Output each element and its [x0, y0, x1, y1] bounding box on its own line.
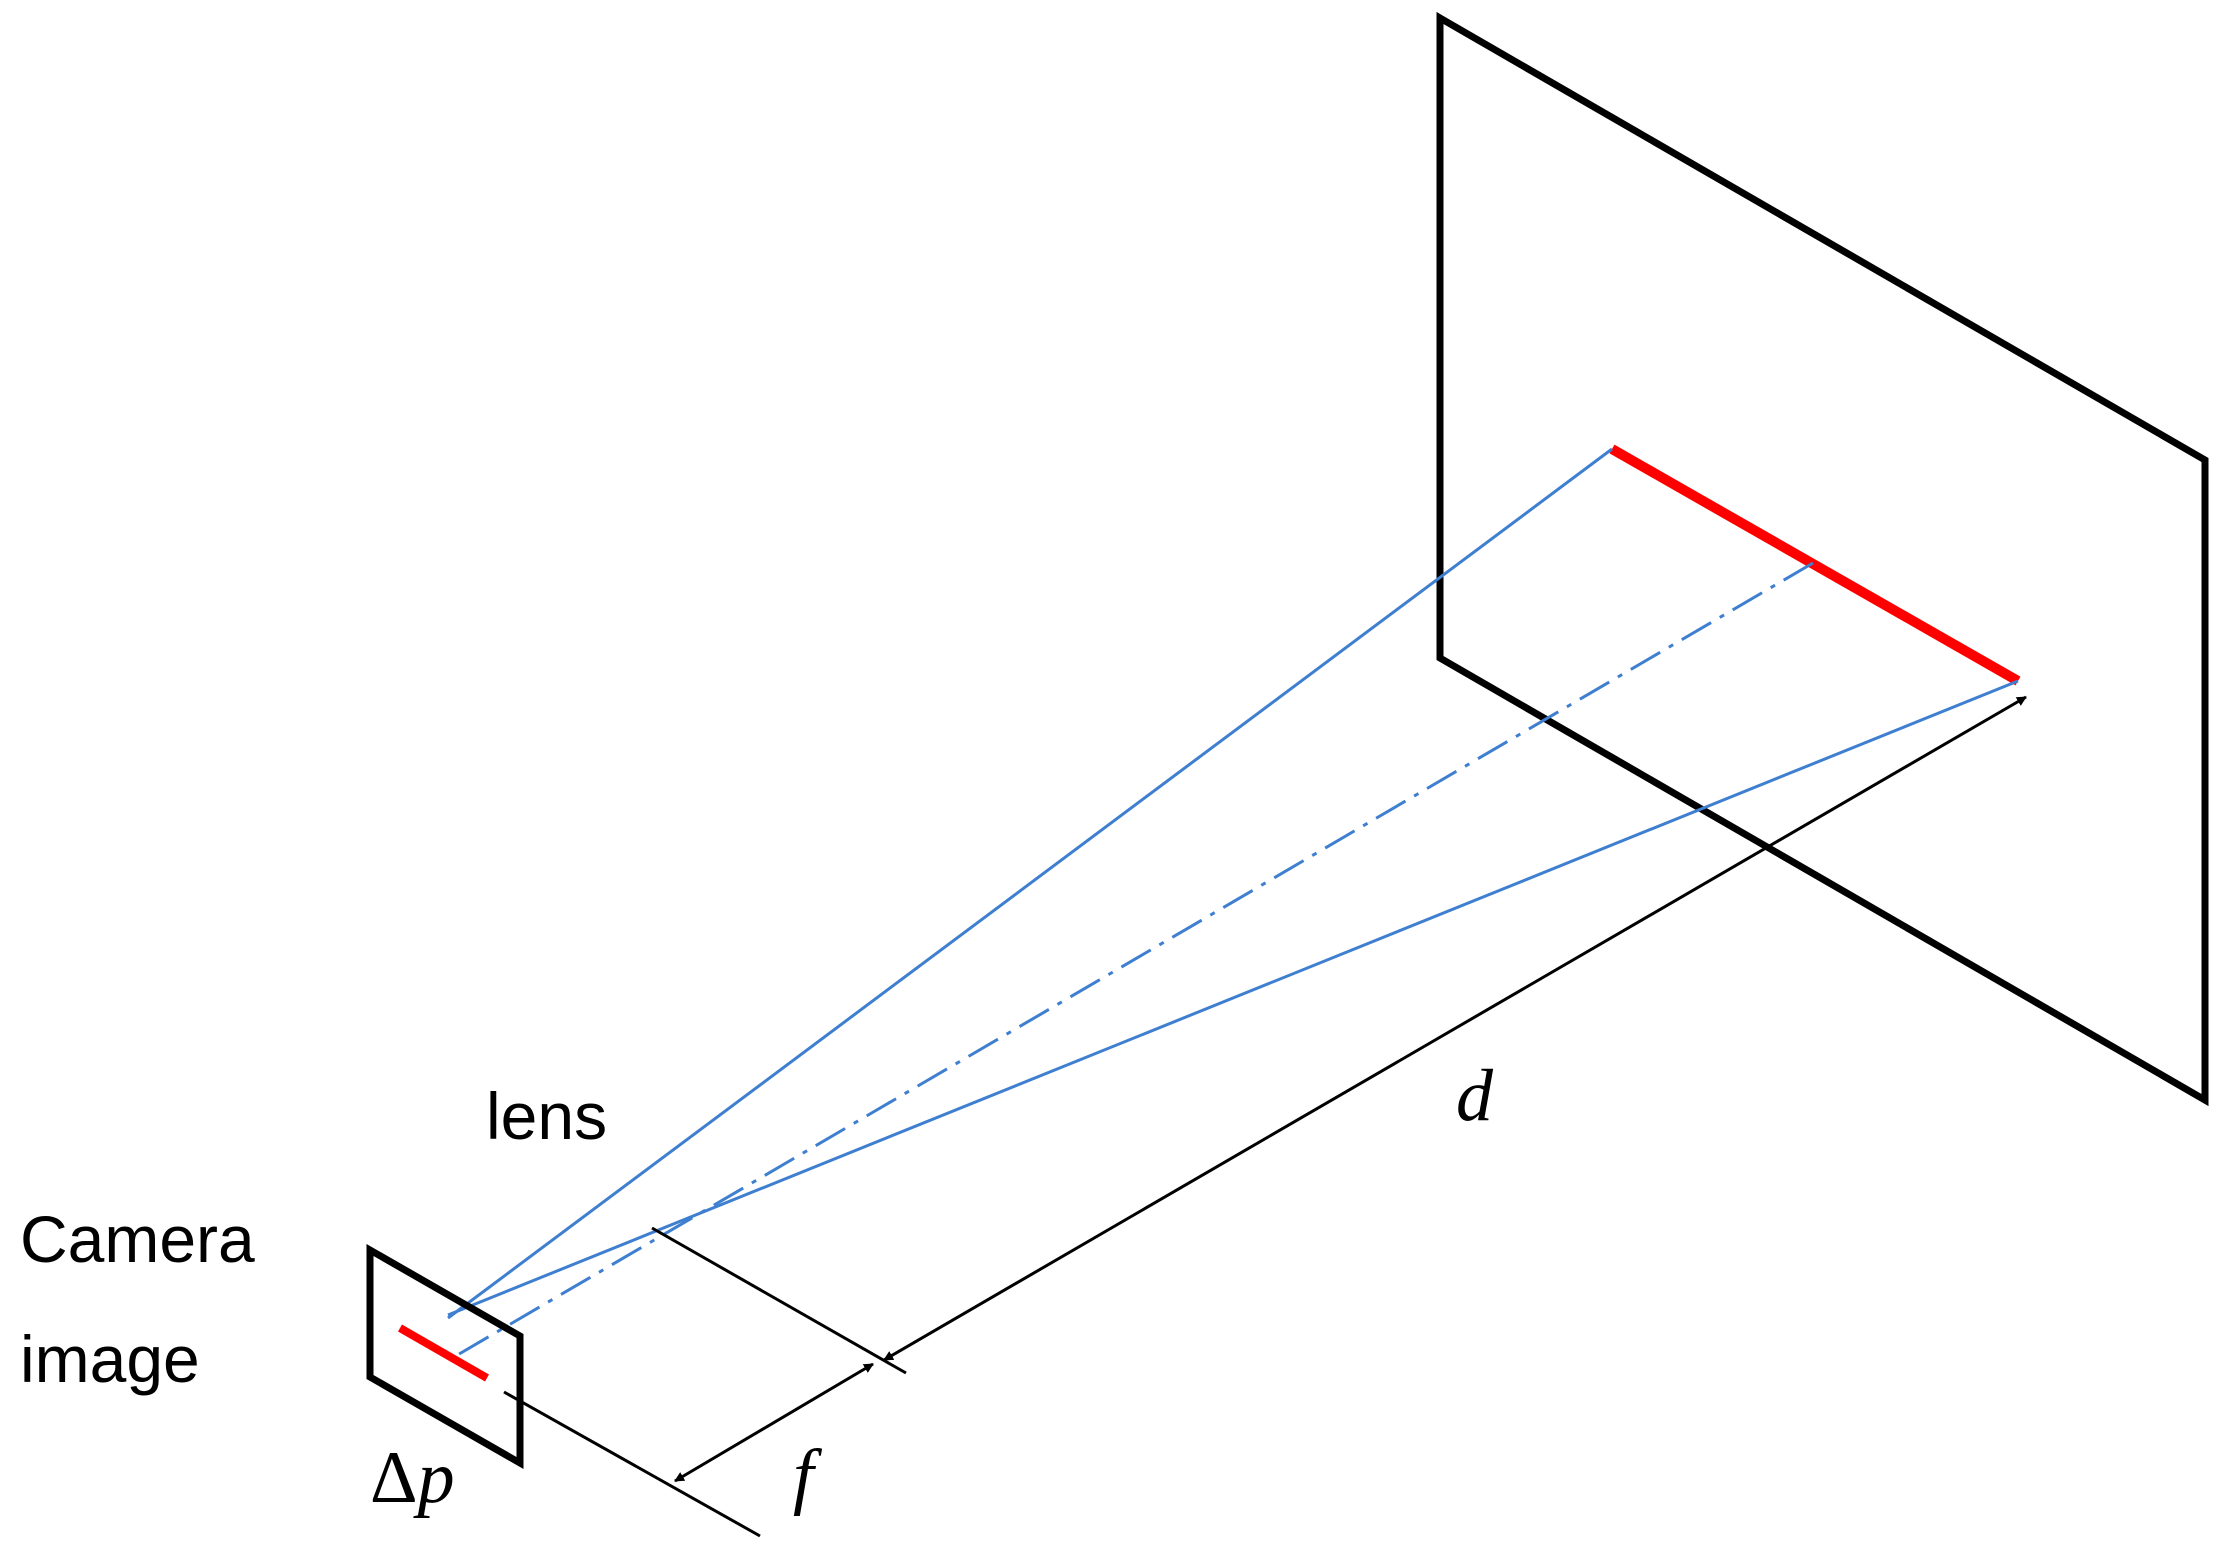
- object-segment: [1609, 444, 2021, 686]
- camera-label-line1: Camera: [20, 1202, 255, 1276]
- lens-extension-line: [651, 1226, 907, 1375]
- lower-ray: [447, 679, 2019, 1317]
- distance-label: d: [1456, 1055, 1494, 1137]
- camera-label-line2: image: [20, 1322, 200, 1396]
- delta-p-label: Δp: [370, 1437, 455, 1519]
- focal-length-arrow: [674, 1362, 874, 1483]
- delta-symbol: Δ: [370, 1437, 418, 1519]
- upper-ray: [447, 447, 1613, 1320]
- delta-variable: p: [413, 1437, 455, 1519]
- distance-arrow: [883, 695, 2027, 1362]
- optical-axis: [453, 561, 1814, 1359]
- camera-image-plane: [366, 1243, 524, 1470]
- lens-label: lens: [486, 1079, 607, 1153]
- sensor-extension-line: [503, 1390, 761, 1538]
- image-segment: [398, 1324, 489, 1382]
- target-plane: [1436, 11, 2209, 1107]
- focal-length-label: f: [793, 1435, 823, 1517]
